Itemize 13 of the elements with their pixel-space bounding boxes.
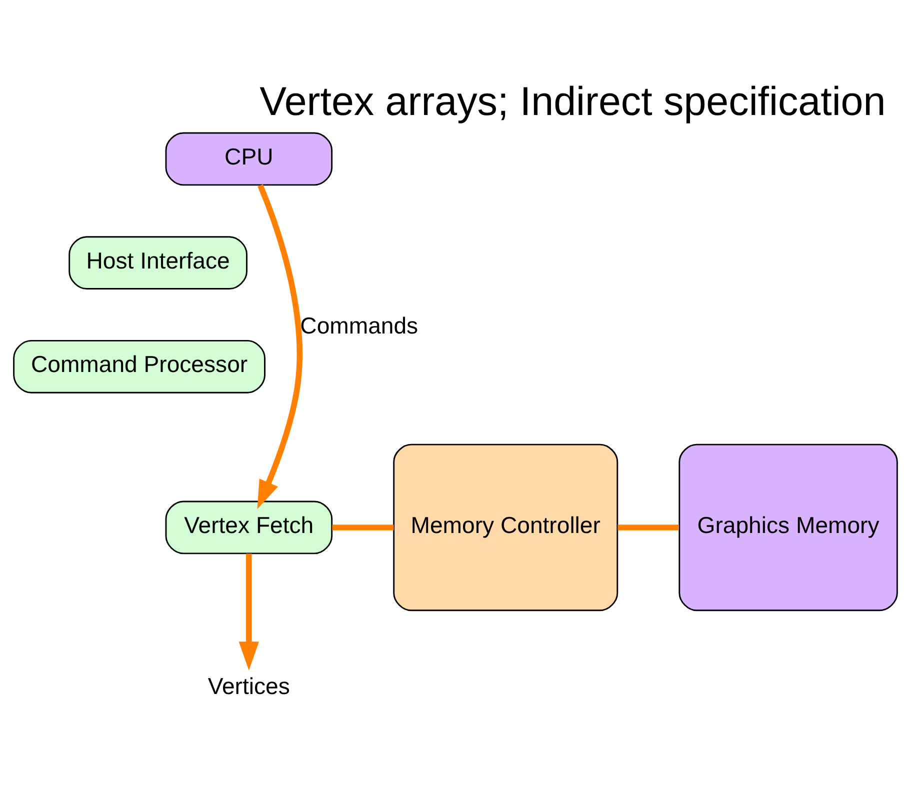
arrow bbox=[238, 554, 260, 671]
node-box: Vertex Fetch bbox=[165, 500, 333, 554]
node-box: Graphics Memory bbox=[678, 444, 898, 612]
node-box: Command Processor bbox=[13, 340, 266, 394]
connector bbox=[332, 524, 394, 530]
node-box: Memory Controller bbox=[393, 444, 618, 612]
node-text: Vertices bbox=[208, 672, 290, 699]
connector bbox=[618, 524, 679, 530]
diagram-title: Vertex arrays; Indirect specification bbox=[260, 78, 886, 124]
node-box: Host Interface bbox=[68, 236, 248, 290]
edge-label: Commands bbox=[300, 312, 418, 339]
node-box: CPU bbox=[165, 132, 333, 186]
arrow bbox=[257, 184, 302, 510]
